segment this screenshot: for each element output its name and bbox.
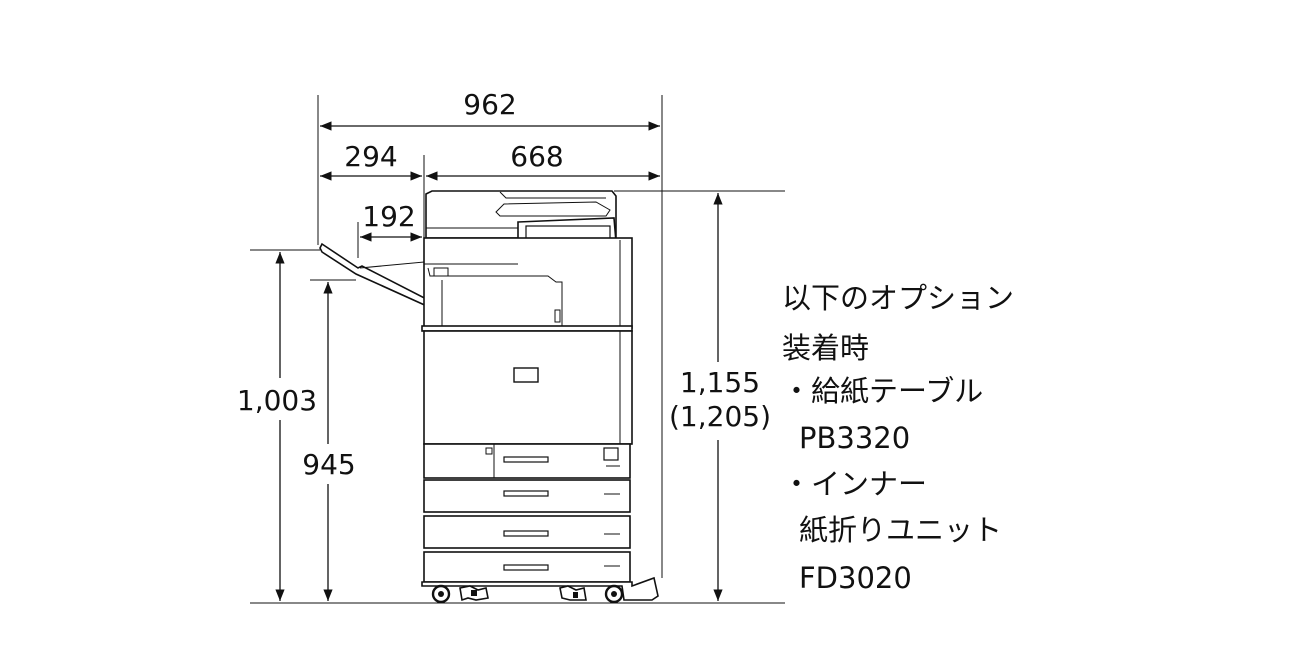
dimension-overall-height: 1,155 (1,205): [664, 193, 780, 601]
note-line-2: 装着時: [782, 331, 869, 365]
tray-offset-label: 192: [362, 200, 415, 233]
body-height-label: 945: [302, 448, 355, 481]
extension-lines: [250, 95, 785, 604]
tray-height-label: 1,003: [237, 384, 317, 417]
note-line-1: 以下のオプション: [782, 281, 1014, 315]
dimension-left-offset: 294: [320, 140, 422, 181]
overall-height-alt-label: (1,205): [669, 400, 771, 433]
dimension-body-height: 945: [296, 282, 362, 601]
option-note: 以下のオプション 装着時 ・給紙テーブル PB3320 ・インナー 紙折りユニッ…: [782, 281, 1014, 595]
note-line-3: ・給紙テーブル: [782, 374, 983, 408]
main-width-label: 668: [510, 140, 563, 173]
dimension-tray-height: 1,003: [228, 252, 324, 601]
note-line-4: PB3320: [799, 421, 910, 455]
overall-height-label: 1,155: [680, 366, 760, 399]
left-offset-label: 294: [344, 140, 397, 173]
total-width-label: 962: [463, 88, 516, 121]
dimension-tray-offset: 192: [360, 200, 422, 242]
note-line-7: FD3020: [799, 561, 912, 595]
note-line-5: ・インナー: [782, 467, 927, 501]
note-line-6: 紙折りユニット: [799, 513, 1002, 547]
multifunction-printer-icon: [319, 190, 659, 604]
dimension-main-width: 668: [426, 140, 660, 181]
dimension-total-width: 962: [320, 88, 660, 131]
